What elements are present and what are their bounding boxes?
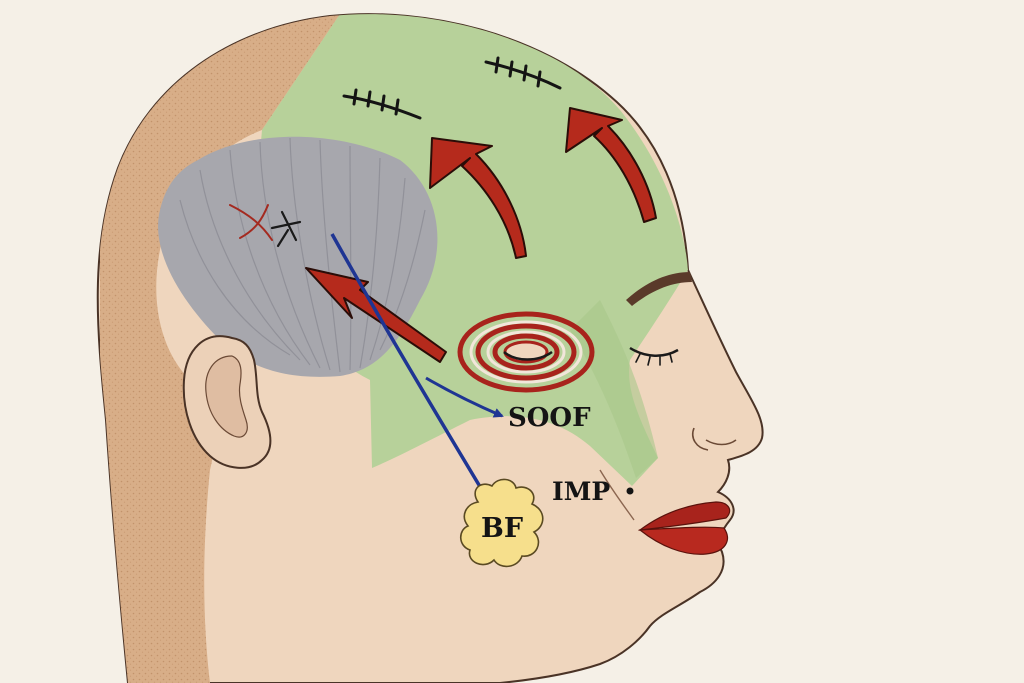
vector-arrow-to-bf (330, 233, 490, 502)
temporalis-muscle (158, 136, 438, 377)
lift-arrow-forehead-right (565, 107, 657, 223)
profile-eye (626, 272, 692, 366)
ear (182, 335, 272, 469)
eyebrow (626, 272, 692, 306)
buccal-fat-pad (459, 478, 544, 568)
nasolabial-line (599, 469, 635, 521)
imp-point (626, 487, 634, 495)
lift-arrow-temporal (305, 267, 447, 363)
lift-arrows (305, 107, 657, 363)
label-soof: SOOF (508, 403, 591, 433)
inner-closed-eye (503, 350, 553, 361)
lips (637, 501, 731, 555)
vector-arrow-to-soof (425, 376, 504, 418)
nose-details (692, 427, 737, 451)
closed-eyelid (629, 346, 679, 357)
label-bf: BF (481, 513, 523, 544)
orbicularis-oculi-rings (457, 311, 595, 393)
nerve-marks (229, 204, 302, 248)
label-imp: IMP (552, 477, 610, 506)
scalp-hair (100, 14, 340, 683)
stitch-marks (342, 56, 562, 120)
lift-arrow-forehead-left (429, 137, 527, 259)
vector-arrows (330, 233, 504, 502)
